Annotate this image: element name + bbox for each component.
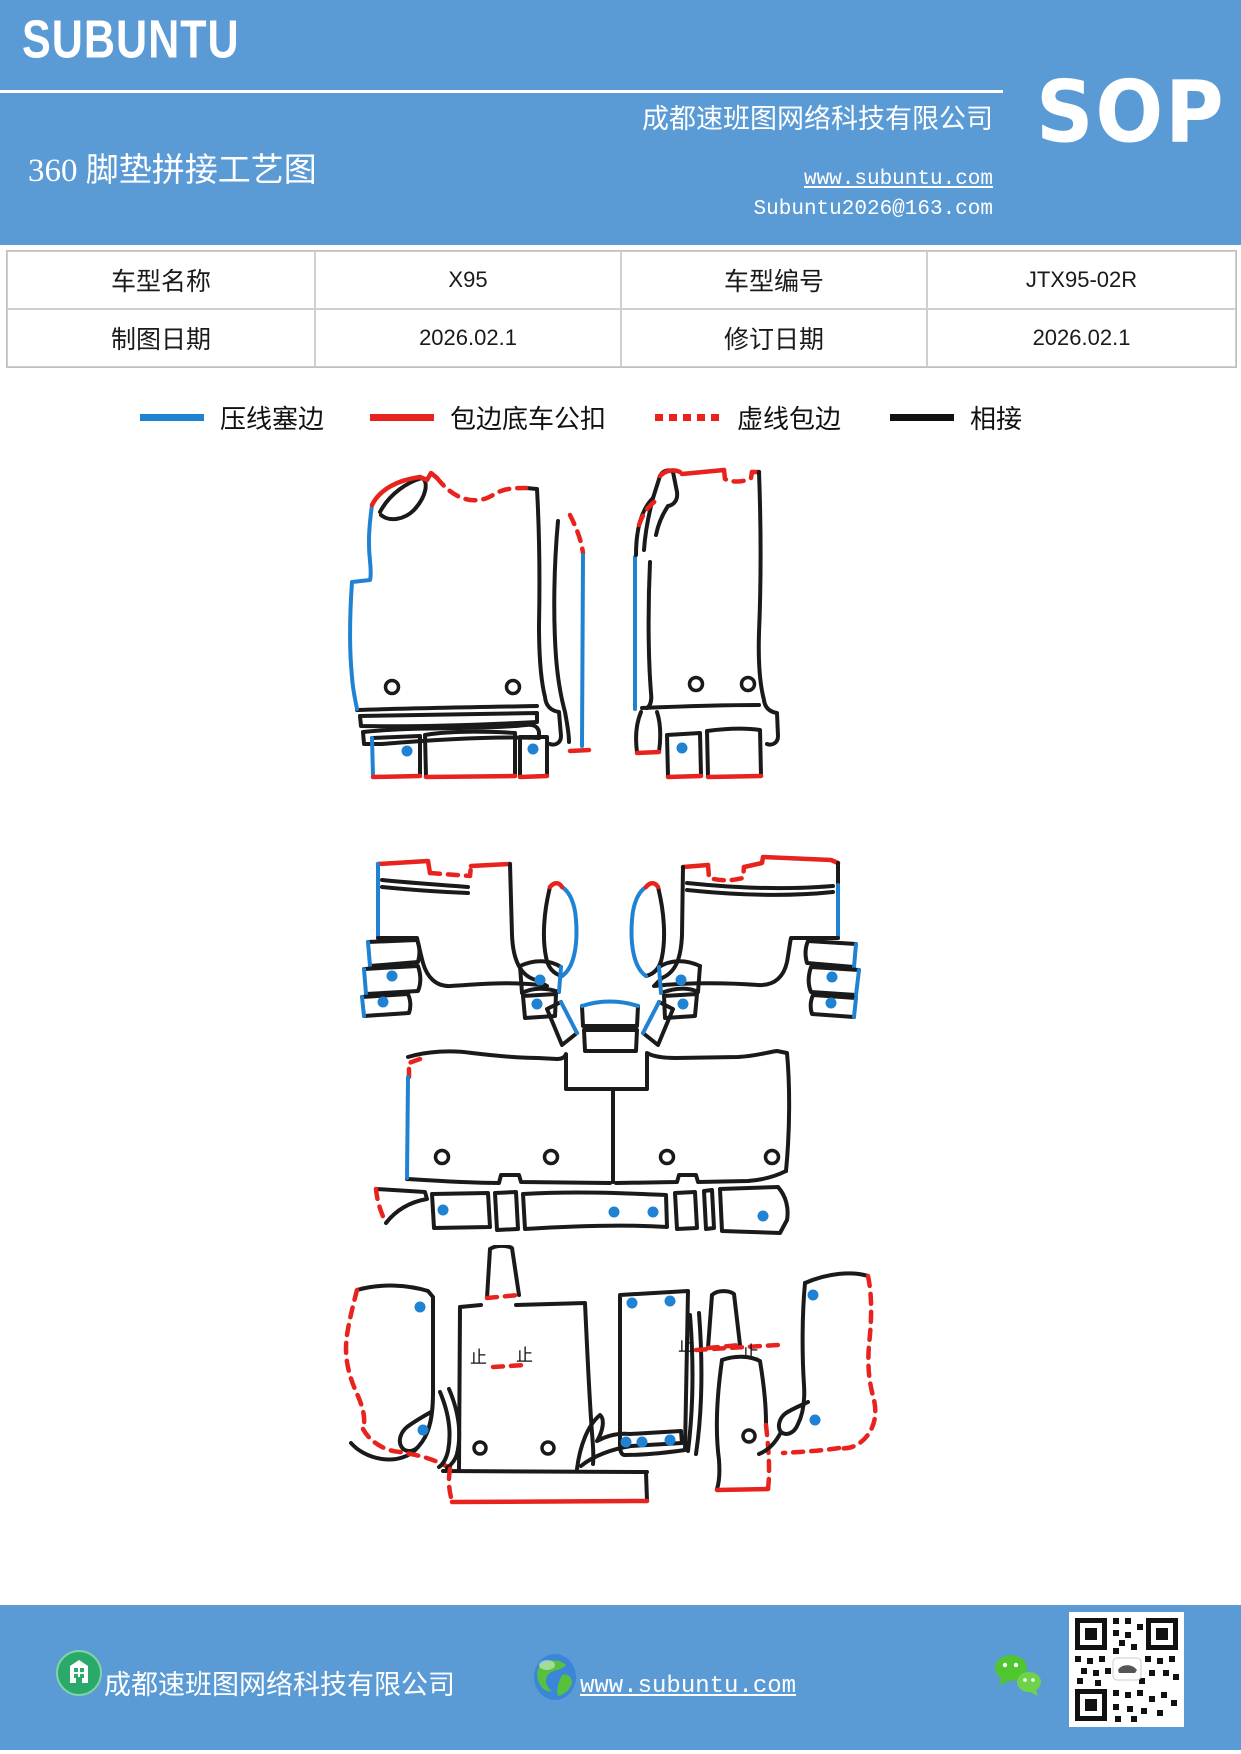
snap-dot [620, 1436, 632, 1448]
fastener-hole [658, 1148, 676, 1166]
company-building-icon [56, 1650, 102, 1696]
snap-dot [401, 745, 413, 757]
trunk-mats-diagram: 止 止 止 止 [343, 1245, 878, 1505]
header-divider [0, 90, 1003, 93]
model-code-value: JTX95-02R [927, 251, 1236, 309]
stop-mark: 止 [516, 1346, 533, 1365]
snap-dot [809, 1414, 821, 1426]
fastener-hole [687, 675, 705, 693]
snap-dot [386, 970, 398, 982]
fastener-hole [542, 1148, 560, 1166]
legend-item-binding-buckle: 包边底车公扣 [370, 400, 606, 434]
snap-dot [757, 1210, 769, 1222]
wechat-icon [995, 1655, 1041, 1696]
footer-website-link[interactable]: www.subuntu.com [580, 1673, 797, 1700]
sop-badge: SOP [1036, 62, 1226, 162]
model-code-label: 车型编号 [621, 251, 927, 309]
legend-label: 压线塞边 [220, 404, 325, 434]
website-link[interactable]: www.subuntu.com [803, 168, 993, 191]
snap-dot [676, 742, 688, 754]
stop-mark: 止 [678, 1336, 695, 1355]
snap-dot [825, 997, 837, 1009]
fastener-hole [504, 678, 522, 696]
legend-label: 包边底车公扣 [450, 404, 607, 434]
snap-dot [626, 1297, 638, 1309]
front-row-mats-diagram [348, 467, 780, 780]
fastener-hole [433, 1148, 451, 1166]
legend-item-dashed-binding: 虚线包边 [655, 400, 841, 434]
snap-dot [377, 996, 389, 1008]
model-name-label: 车型名称 [7, 251, 315, 309]
email-link[interactable]: Subuntu2026@163.com [753, 198, 993, 221]
snap-dot [414, 1301, 426, 1313]
blue-line-swatch [140, 413, 204, 421]
snap-dot [437, 1204, 449, 1216]
fastener-hole [472, 1440, 488, 1456]
draw-date-label: 制图日期 [7, 309, 315, 367]
legend-label: 虚线包边 [737, 404, 842, 434]
revise-date-label: 修订日期 [621, 309, 927, 367]
snap-dot [664, 1295, 676, 1307]
header: SUBUNTU 360 脚垫拼接工艺图 成都速班图网络科技有限公司 www.su… [0, 0, 1241, 245]
snap-dot [608, 1206, 620, 1218]
model-name-value: X95 [315, 251, 621, 309]
stop-mark: 止 [470, 1348, 487, 1367]
legend-item-press-seam: 压线塞边 [140, 400, 324, 434]
red-line-swatch [370, 413, 434, 421]
legend-item-join: 相接 [890, 400, 1022, 434]
snap-dot [417, 1424, 429, 1436]
company-name: 成都速班图网络科技有限公司 [642, 104, 993, 134]
snap-dot [636, 1436, 648, 1448]
snap-dot [826, 971, 838, 983]
fastener-hole [739, 675, 757, 693]
footer-company-name: 成都速班图网络科技有限公司 [104, 1670, 455, 1700]
black-line-swatch [890, 413, 954, 421]
fastener-hole [383, 678, 401, 696]
legend-label: 相接 [970, 404, 1023, 434]
snap-dot [647, 1206, 659, 1218]
fastener-hole [763, 1148, 781, 1166]
snap-dot [527, 743, 539, 755]
snap-dot [675, 974, 687, 986]
wechat-qr-code [1069, 1612, 1184, 1727]
footer: 成都速班图网络科技有限公司 www.subuntu.com [0, 1605, 1241, 1750]
page-title: 360 脚垫拼接工艺图 [28, 153, 317, 189]
revise-date-value: 2026.02.1 [927, 309, 1236, 367]
snap-dot [664, 1434, 676, 1446]
vehicle-info-table: 车型名称 X95 车型编号 JTX95-02R 制图日期 2026.02.1 修… [6, 250, 1237, 368]
fastener-hole [741, 1428, 757, 1444]
brand-logo: SUBUNTU [22, 10, 240, 70]
middle-row-mats-diagram [360, 854, 861, 1235]
red-dashed-swatch [655, 413, 721, 421]
snap-dot [531, 998, 543, 1010]
snap-dot [534, 974, 546, 986]
snap-dot [807, 1289, 819, 1301]
globe-icon [534, 1654, 576, 1700]
snap-dot [677, 998, 689, 1010]
draw-date-value: 2026.02.1 [315, 309, 621, 367]
fastener-hole [540, 1440, 556, 1456]
